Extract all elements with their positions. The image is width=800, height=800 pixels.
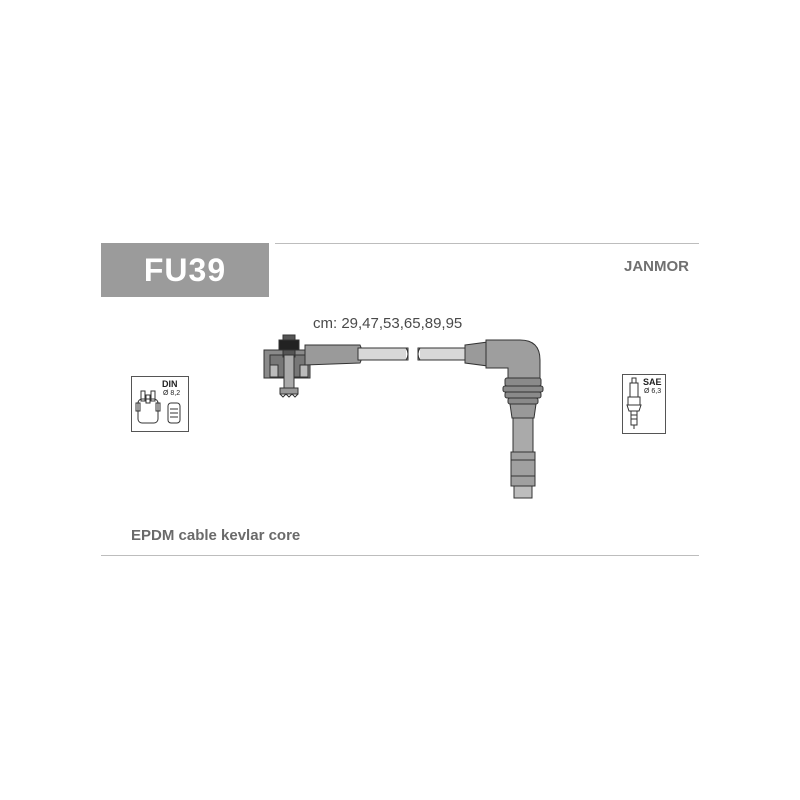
bottom-divider [101,555,699,556]
cable-lengths: cm: 29,47,53,65,89,95 [313,315,463,332]
spark-plug-icon [626,377,642,429]
brand-name: JANMOR [623,258,689,275]
din-badge: DIN Ø 8,2 [131,376,189,432]
product-code-box: FU39 [101,243,269,297]
sae-diameter: Ø 6,3 [644,388,662,395]
distributor-cap-icon [135,390,181,424]
cable-segment-left [357,347,409,361]
plug-boot [464,339,544,499]
product-code: FU39 [143,252,227,288]
din-diameter: Ø 8,2 [163,390,181,397]
cable-segment-right [417,347,489,361]
cable-description: EPDM cable kevlar core [131,527,301,544]
top-divider [275,243,699,244]
sae-label: SAE [643,377,662,387]
din-label: DIN [162,379,178,389]
coil-connector [263,334,363,398]
sae-badge: SAE Ø 6,3 [622,374,666,434]
